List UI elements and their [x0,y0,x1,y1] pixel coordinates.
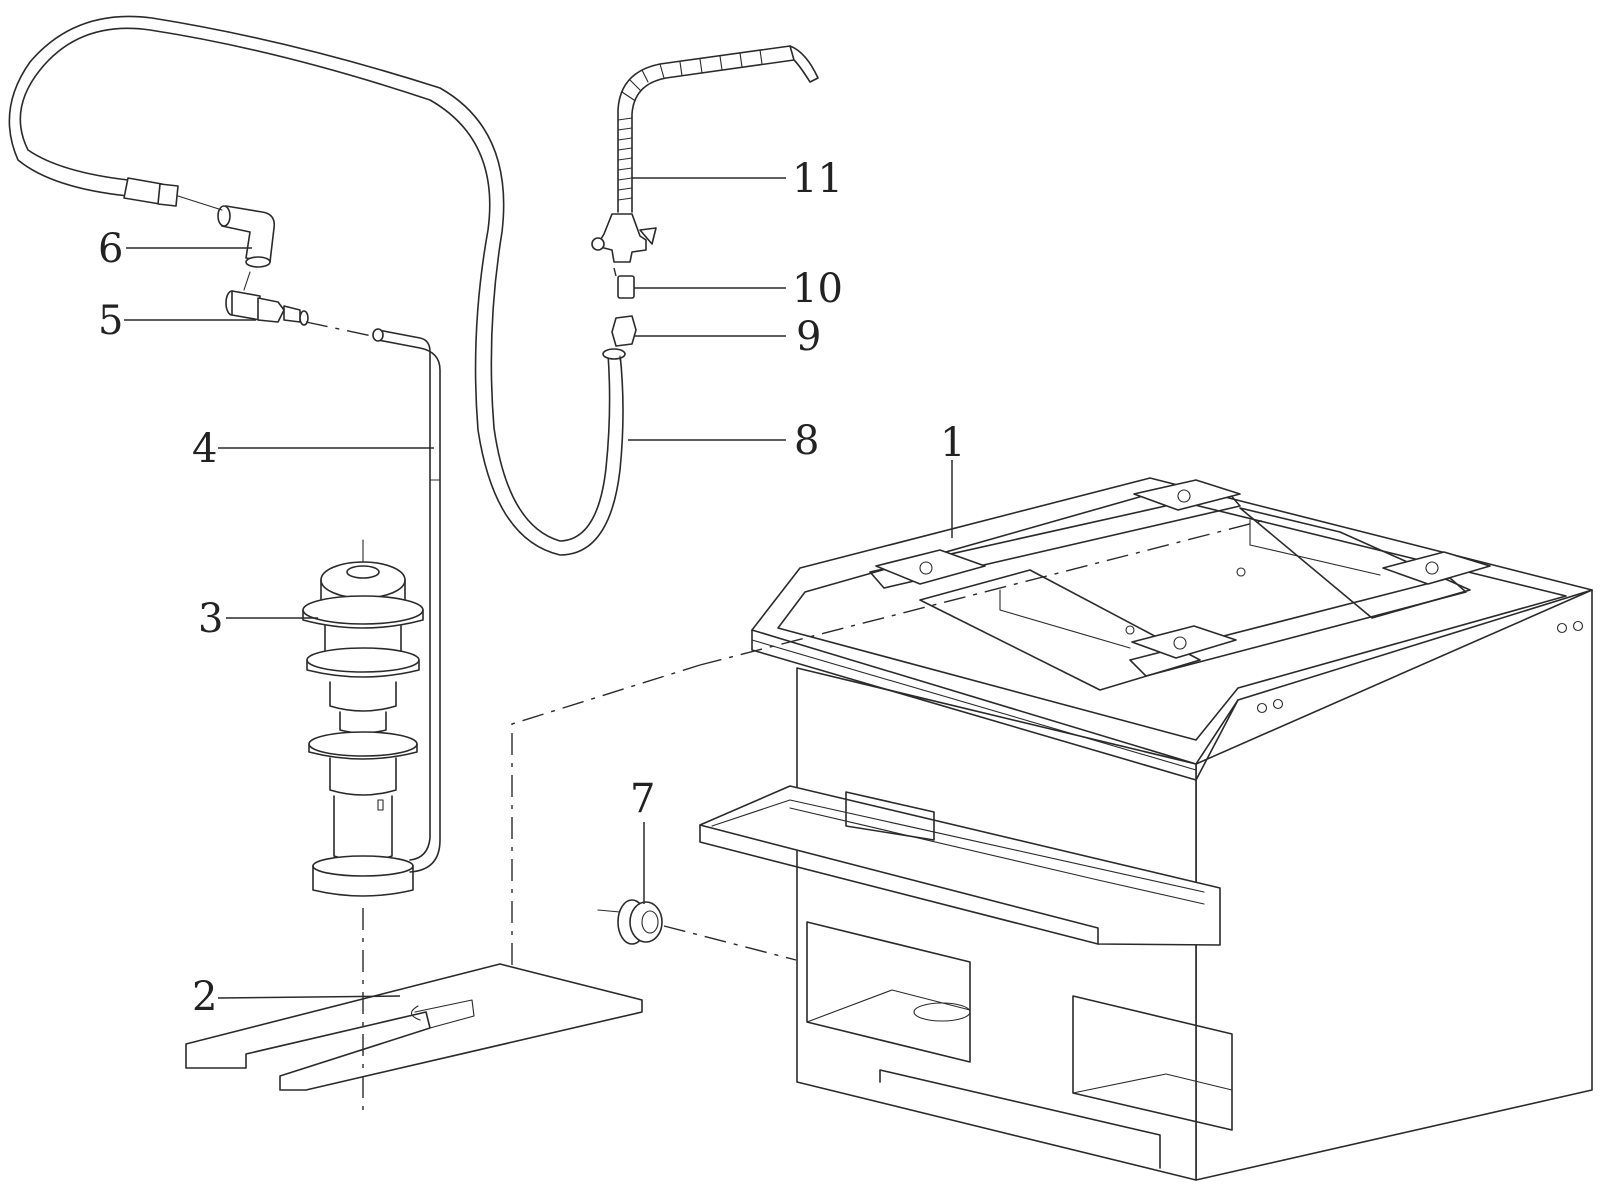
callout-4: 4 [192,426,217,472]
callout-10: 10 [792,266,843,312]
elbow-connector [217,205,276,291]
slotted-shim-plate [185,963,643,1091]
callout-1: 1 [940,420,965,466]
flexible-coolant-nozzle [591,45,819,263]
long-hose [8,15,626,556]
callout-11: 11 [792,156,843,202]
callout-9: 9 [796,314,821,360]
hex-nut [611,315,637,347]
callout-3: 3 [198,596,223,642]
sleeve [617,275,635,299]
callout-5: 5 [98,298,123,344]
callout-6: 6 [98,226,123,272]
grommet [597,899,663,945]
bent-tube [372,328,441,873]
callout-2: 2 [192,974,217,1020]
callout-8: 8 [794,418,819,464]
leader-lines [124,177,953,999]
machine-base-cabinet [699,477,1593,1181]
pump-assembly [302,539,424,897]
callout-labels: 1 2 3 4 5 6 7 8 9 10 11 [98,156,965,1020]
callout-7: 7 [630,776,655,822]
assembly-centerlines [305,267,1266,1115]
hose-fitting [225,290,309,326]
